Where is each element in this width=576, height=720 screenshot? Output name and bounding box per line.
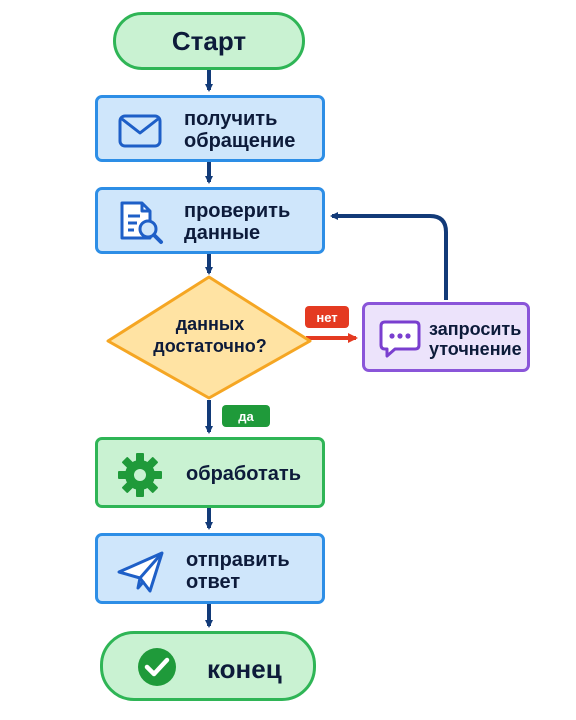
process-label: обработать xyxy=(186,463,301,485)
check-circle-icon xyxy=(138,648,176,686)
branch-no-badge: нет xyxy=(305,306,349,328)
receive-request-node: получить обращение xyxy=(95,95,325,162)
send-answer-label: отправить ответ xyxy=(186,549,290,593)
check-data-label: проверить данные xyxy=(184,200,291,244)
document-search-icon xyxy=(120,201,163,244)
connector-clarify-check-loop xyxy=(330,212,448,300)
end-label: конец xyxy=(207,654,282,684)
start-node: Старт xyxy=(113,12,305,70)
end-node: конец xyxy=(100,631,316,701)
decision-diamond xyxy=(106,275,312,400)
chat-bubble-icon xyxy=(379,320,421,358)
start-label: Старт xyxy=(171,25,247,56)
decision-label: данных достаточно? xyxy=(153,314,267,356)
request-clarification-label: запросить уточнение xyxy=(429,319,522,359)
branch-yes-badge: да xyxy=(222,405,270,427)
gear-icon xyxy=(118,453,162,497)
check-data-node: проверить данные xyxy=(95,187,325,254)
request-clarification-node: запросить уточнение xyxy=(362,302,530,372)
envelope-icon xyxy=(118,114,162,148)
receive-request-label: получить обращение xyxy=(184,108,296,152)
process-node: обработать xyxy=(95,437,325,508)
send-answer-node: отправить ответ xyxy=(95,533,325,604)
paper-plane-icon xyxy=(117,551,164,593)
